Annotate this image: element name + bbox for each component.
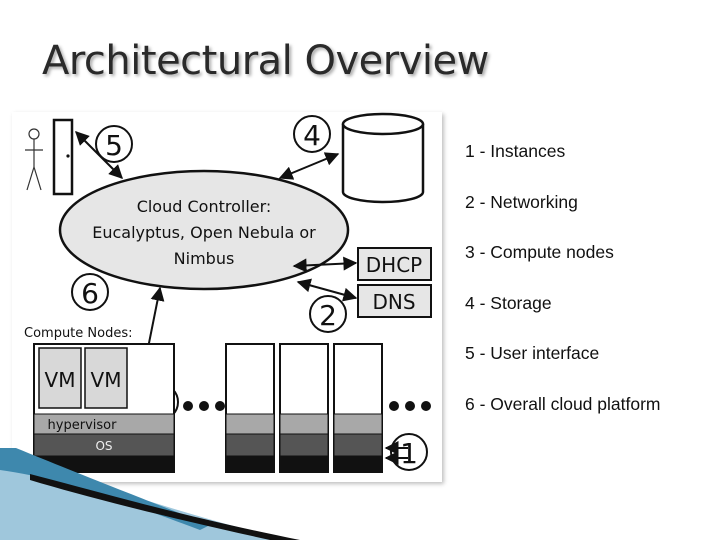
number-circle-6: 6 <box>71 273 109 311</box>
arrow-controller-storage <box>278 152 340 180</box>
user-terminal <box>52 118 74 196</box>
legend-item-2: 2 - Networking <box>465 191 578 212</box>
arrow-user-controller <box>75 131 123 179</box>
number-circle-4: 4 <box>293 115 331 153</box>
vm-box-1 <box>38 347 82 409</box>
controller-line-3: Nimbus <box>174 249 235 268</box>
compute-node-3 <box>279 343 329 473</box>
arrow-controller-dhcp <box>292 256 358 273</box>
legend-item-6: 6 - Overall cloud platform <box>465 393 661 414</box>
vm-box-2 <box>84 347 128 409</box>
legend-item-3: 3 - Compute nodes <box>465 242 614 262</box>
compute-node-2 <box>225 343 275 473</box>
user-icon <box>25 128 43 191</box>
number-1: 1 <box>400 437 418 470</box>
slide-title: Architectural Overview <box>42 38 489 84</box>
cloud-controller-ellipse <box>58 169 350 291</box>
legend-item-4: 4 - Storage <box>465 292 552 313</box>
vm-label-2: VM <box>91 368 122 392</box>
dns-box <box>357 284 432 318</box>
terminal-dot <box>66 154 70 158</box>
decorative-swoosh <box>0 448 300 540</box>
controller-line-1: Cloud Controller: <box>137 197 272 216</box>
legend-list: 1 - Instances 2 - Networking 3 - Compute… <box>465 140 661 443</box>
compute-node-4 <box>333 343 383 473</box>
hardware-layer <box>34 456 174 472</box>
dhcp-label: DHCP <box>366 253 422 277</box>
os-label: OS <box>95 439 112 453</box>
dns-label: DNS <box>372 290 415 314</box>
number-6: 6 <box>81 277 99 310</box>
number-2: 2 <box>319 299 337 332</box>
legend-item-5: 5 - User interface <box>465 343 600 363</box>
arrow-controller-dns <box>296 278 358 302</box>
controller-line-2: Eucalyptus, Open Nebula or <box>92 223 316 242</box>
number-5: 5 <box>105 129 123 162</box>
ellipsis-dots-left <box>183 401 225 411</box>
ellipsis-dots-right <box>389 401 431 411</box>
number-circle-2: 2 <box>309 295 347 333</box>
hypervisor-label: hypervisor <box>48 418 118 433</box>
architecture-diagram: Cloud Controller: Eucalyptus, Open Nebul… <box>12 112 442 482</box>
number-circle-1: 1 <box>390 433 428 471</box>
number-4: 4 <box>303 119 321 152</box>
compute-node-primary: VM VM hypervisor OS <box>33 343 175 473</box>
vm-label-1: VM <box>45 368 76 392</box>
dhcp-box <box>357 247 432 281</box>
compute-nodes-label: Compute Nodes: <box>24 326 133 341</box>
legend-item-1: 1 - Instances <box>465 141 566 161</box>
storage-cylinder <box>341 112 425 204</box>
